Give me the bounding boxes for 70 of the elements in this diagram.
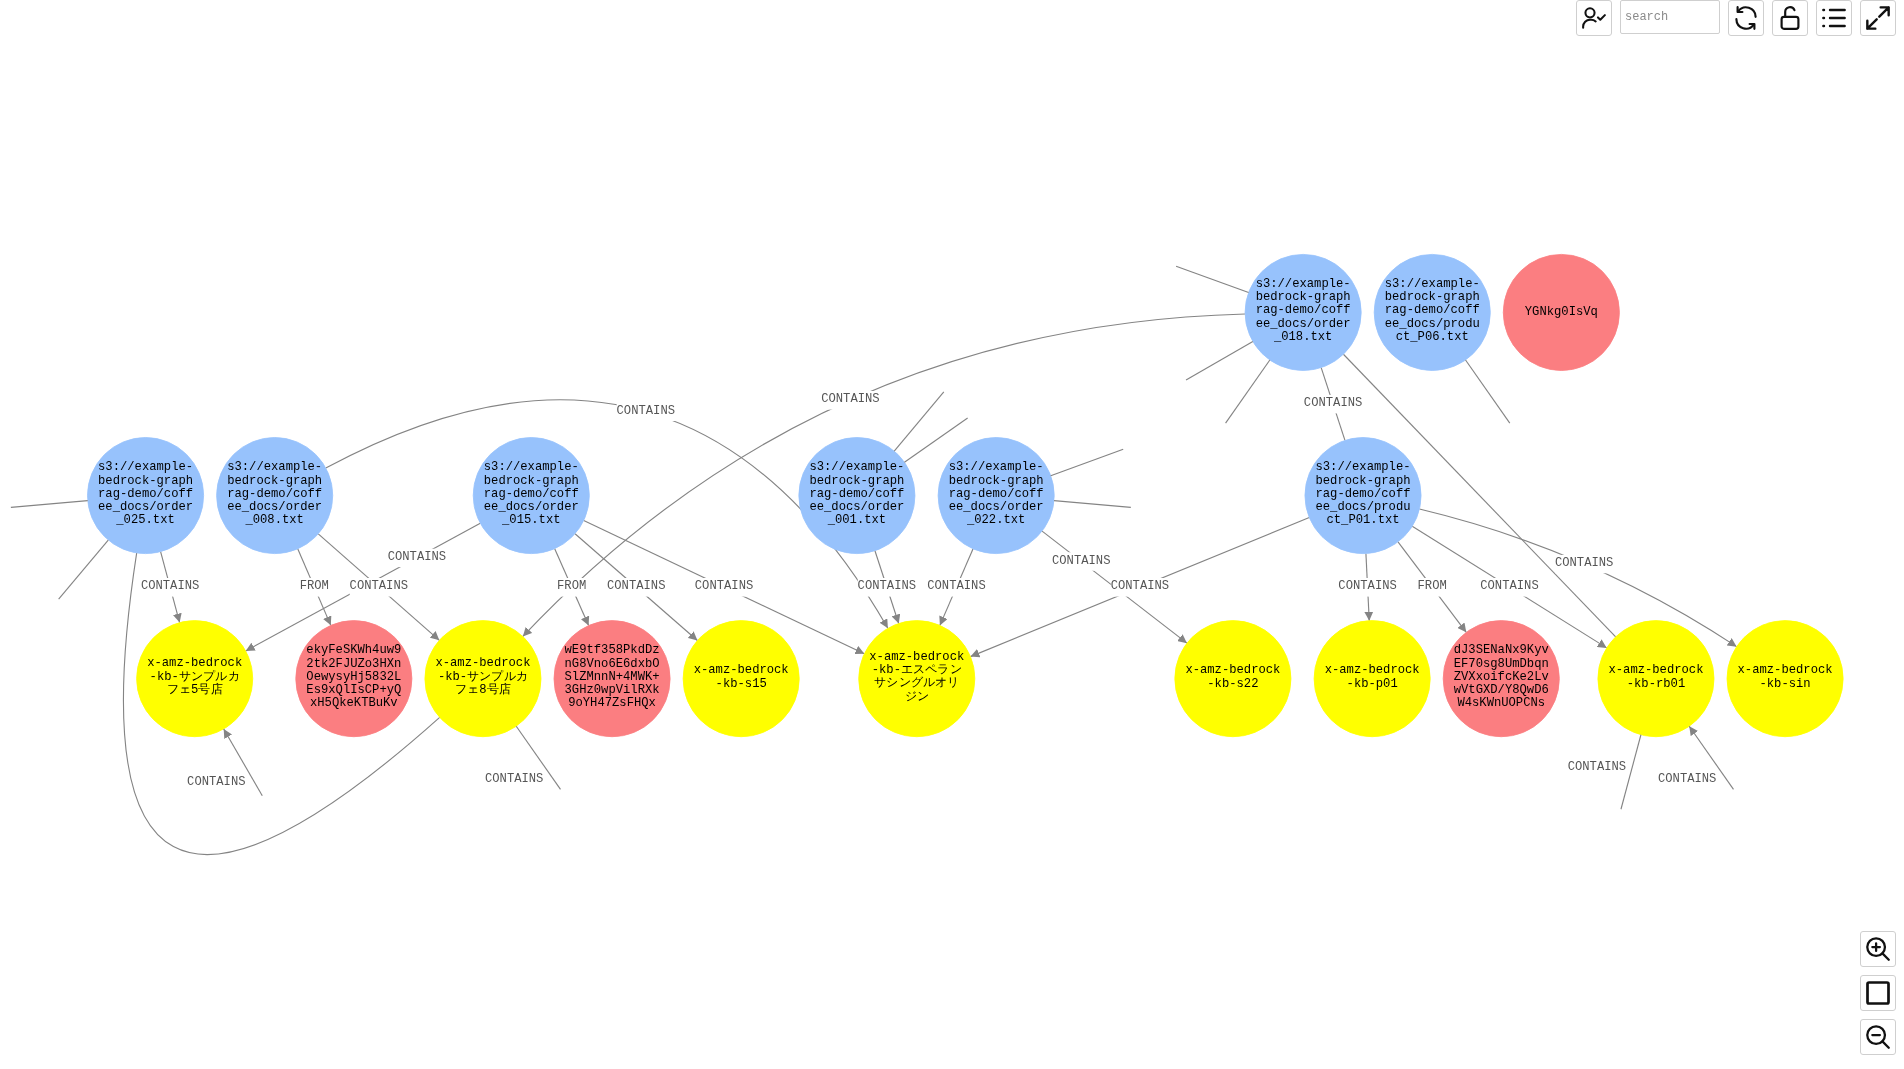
edge-label: CONTAINS (140, 579, 200, 594)
edge-label: CONTAINS (857, 579, 917, 594)
node-circle: x-amz-bedrock-kb-サンプルカフェ8号店 (424, 620, 542, 738)
node-circle: s3://example-bedrock-graphrag-demo/coffee_docs/order_001.txt (798, 437, 916, 554)
edge-label: FROM (557, 579, 587, 594)
node-circle: YGNkg0IsVq (1502, 254, 1620, 371)
arrow (1411, 525, 1608, 649)
edge-label: FROM (1417, 579, 1447, 594)
node-circle: x-amz-bedrock-kb-p01 (1313, 620, 1431, 738)
edge-label: CONTAINS (694, 579, 754, 594)
edge-label: CONTAINS (485, 772, 544, 787)
edge-label: CONTAINS (1338, 579, 1397, 594)
edge-label: CONTAINS (1567, 759, 1627, 774)
connector (893, 391, 945, 452)
node-circle: s3://example-bedrock-graphrag-demo/coffee_docs/order_022.txt (937, 437, 1055, 554)
node-circle: x-amz-bedrock-kb-sin (1726, 620, 1844, 738)
edge-label: CONTAINS (1658, 772, 1717, 787)
connector (1620, 734, 1642, 810)
arrow (522, 313, 1246, 638)
edge-label: CONTAINS (616, 403, 676, 418)
edge-label: CONTAINS (1051, 553, 1111, 568)
connector (1050, 448, 1124, 477)
edge-label: FROM (299, 579, 329, 594)
node-circle: s3://example-bedrock-graphrag-demo/coffee_docs/order_025.txt (87, 437, 204, 554)
connector (1053, 500, 1132, 508)
arrow (969, 517, 1310, 658)
edge-label: CONTAINS (349, 579, 409, 594)
node-circle: x-amz-bedrock-kb-サンプルカフェ5号店 (136, 620, 254, 738)
edge-label: CONTAINS (606, 579, 666, 594)
edge-label: CONTAINS (821, 392, 880, 407)
connector (58, 539, 109, 600)
connector (515, 725, 562, 790)
node-circle: s3://example-bedrock-graphrag-demo/coffee_docs/product_P06.txt (1373, 254, 1491, 371)
edge-label: CONTAINS (1554, 556, 1614, 571)
arrow (583, 519, 865, 655)
node-circle: s3://example-bedrock-graphrag-demo/coffee_docs/order_018.txt (1244, 254, 1362, 371)
connector (1175, 265, 1250, 294)
node-circle: wE9tf358PkdDznG8Vno6E6dxbOSlZMnnN+4MWK+3GHz0wpVilRXk9oYH47ZsFHQx (553, 620, 671, 738)
edge-label: CONTAINS (927, 579, 986, 594)
node-circle: s3://example-bedrock-graphrag-demo/coffee_docs/order_015.txt (472, 437, 590, 554)
arrow (1041, 530, 1188, 644)
search-field: search (1620, 0, 1720, 34)
edge-label: CONTAINS (1480, 579, 1539, 594)
node-circle: x-amz-bedrock-kb-rb01 (1597, 620, 1715, 738)
connector (1464, 359, 1511, 424)
arrow (574, 533, 698, 642)
node-circle: x-amz-bedrock-kb-s22 (1174, 620, 1292, 738)
connector (1225, 359, 1271, 424)
node-circle: dJ3SENaNx9KyvEF70sg8UmDbqnZVXxoifcKe2LvwVtGXD/Y8QwD6W4sKWnUOPCNs (1442, 620, 1560, 738)
arrow (325, 399, 889, 629)
edge-label: CONTAINS (1303, 396, 1363, 411)
connector (1185, 340, 1254, 381)
edge-label: CONTAINS (1110, 579, 1170, 594)
arrow (1418, 508, 1738, 648)
connector (1342, 353, 1617, 638)
node-circle: s3://example-bedrock-graphrag-demo/coffee_docs/product_P01.txt (1304, 437, 1422, 554)
arrow (1397, 541, 1467, 633)
arrow (317, 533, 440, 641)
node-circle: x-amz-bedrock-kb-s15 (682, 620, 800, 738)
node-circle: ekyFeSKWh4uw92tk2FJUZo3HXnOewysyHj5832LEs9xQlIsCP+yQxH5QkeKTBuKv (295, 620, 413, 738)
arrow (1688, 725, 1735, 790)
connector (903, 417, 969, 463)
arrow (223, 728, 263, 797)
edge-label: CONTAINS (387, 550, 447, 565)
node-circle: s3://example-bedrock-graphrag-demo/coffee_docs/order_008.txt (216, 437, 334, 554)
connector (10, 500, 89, 508)
node-circle: x-amz-bedrock-kb-エスペランサシングルオリジン (858, 620, 976, 738)
arrow (297, 548, 332, 626)
edge-label: CONTAINS (187, 775, 246, 790)
arrow (554, 548, 590, 627)
